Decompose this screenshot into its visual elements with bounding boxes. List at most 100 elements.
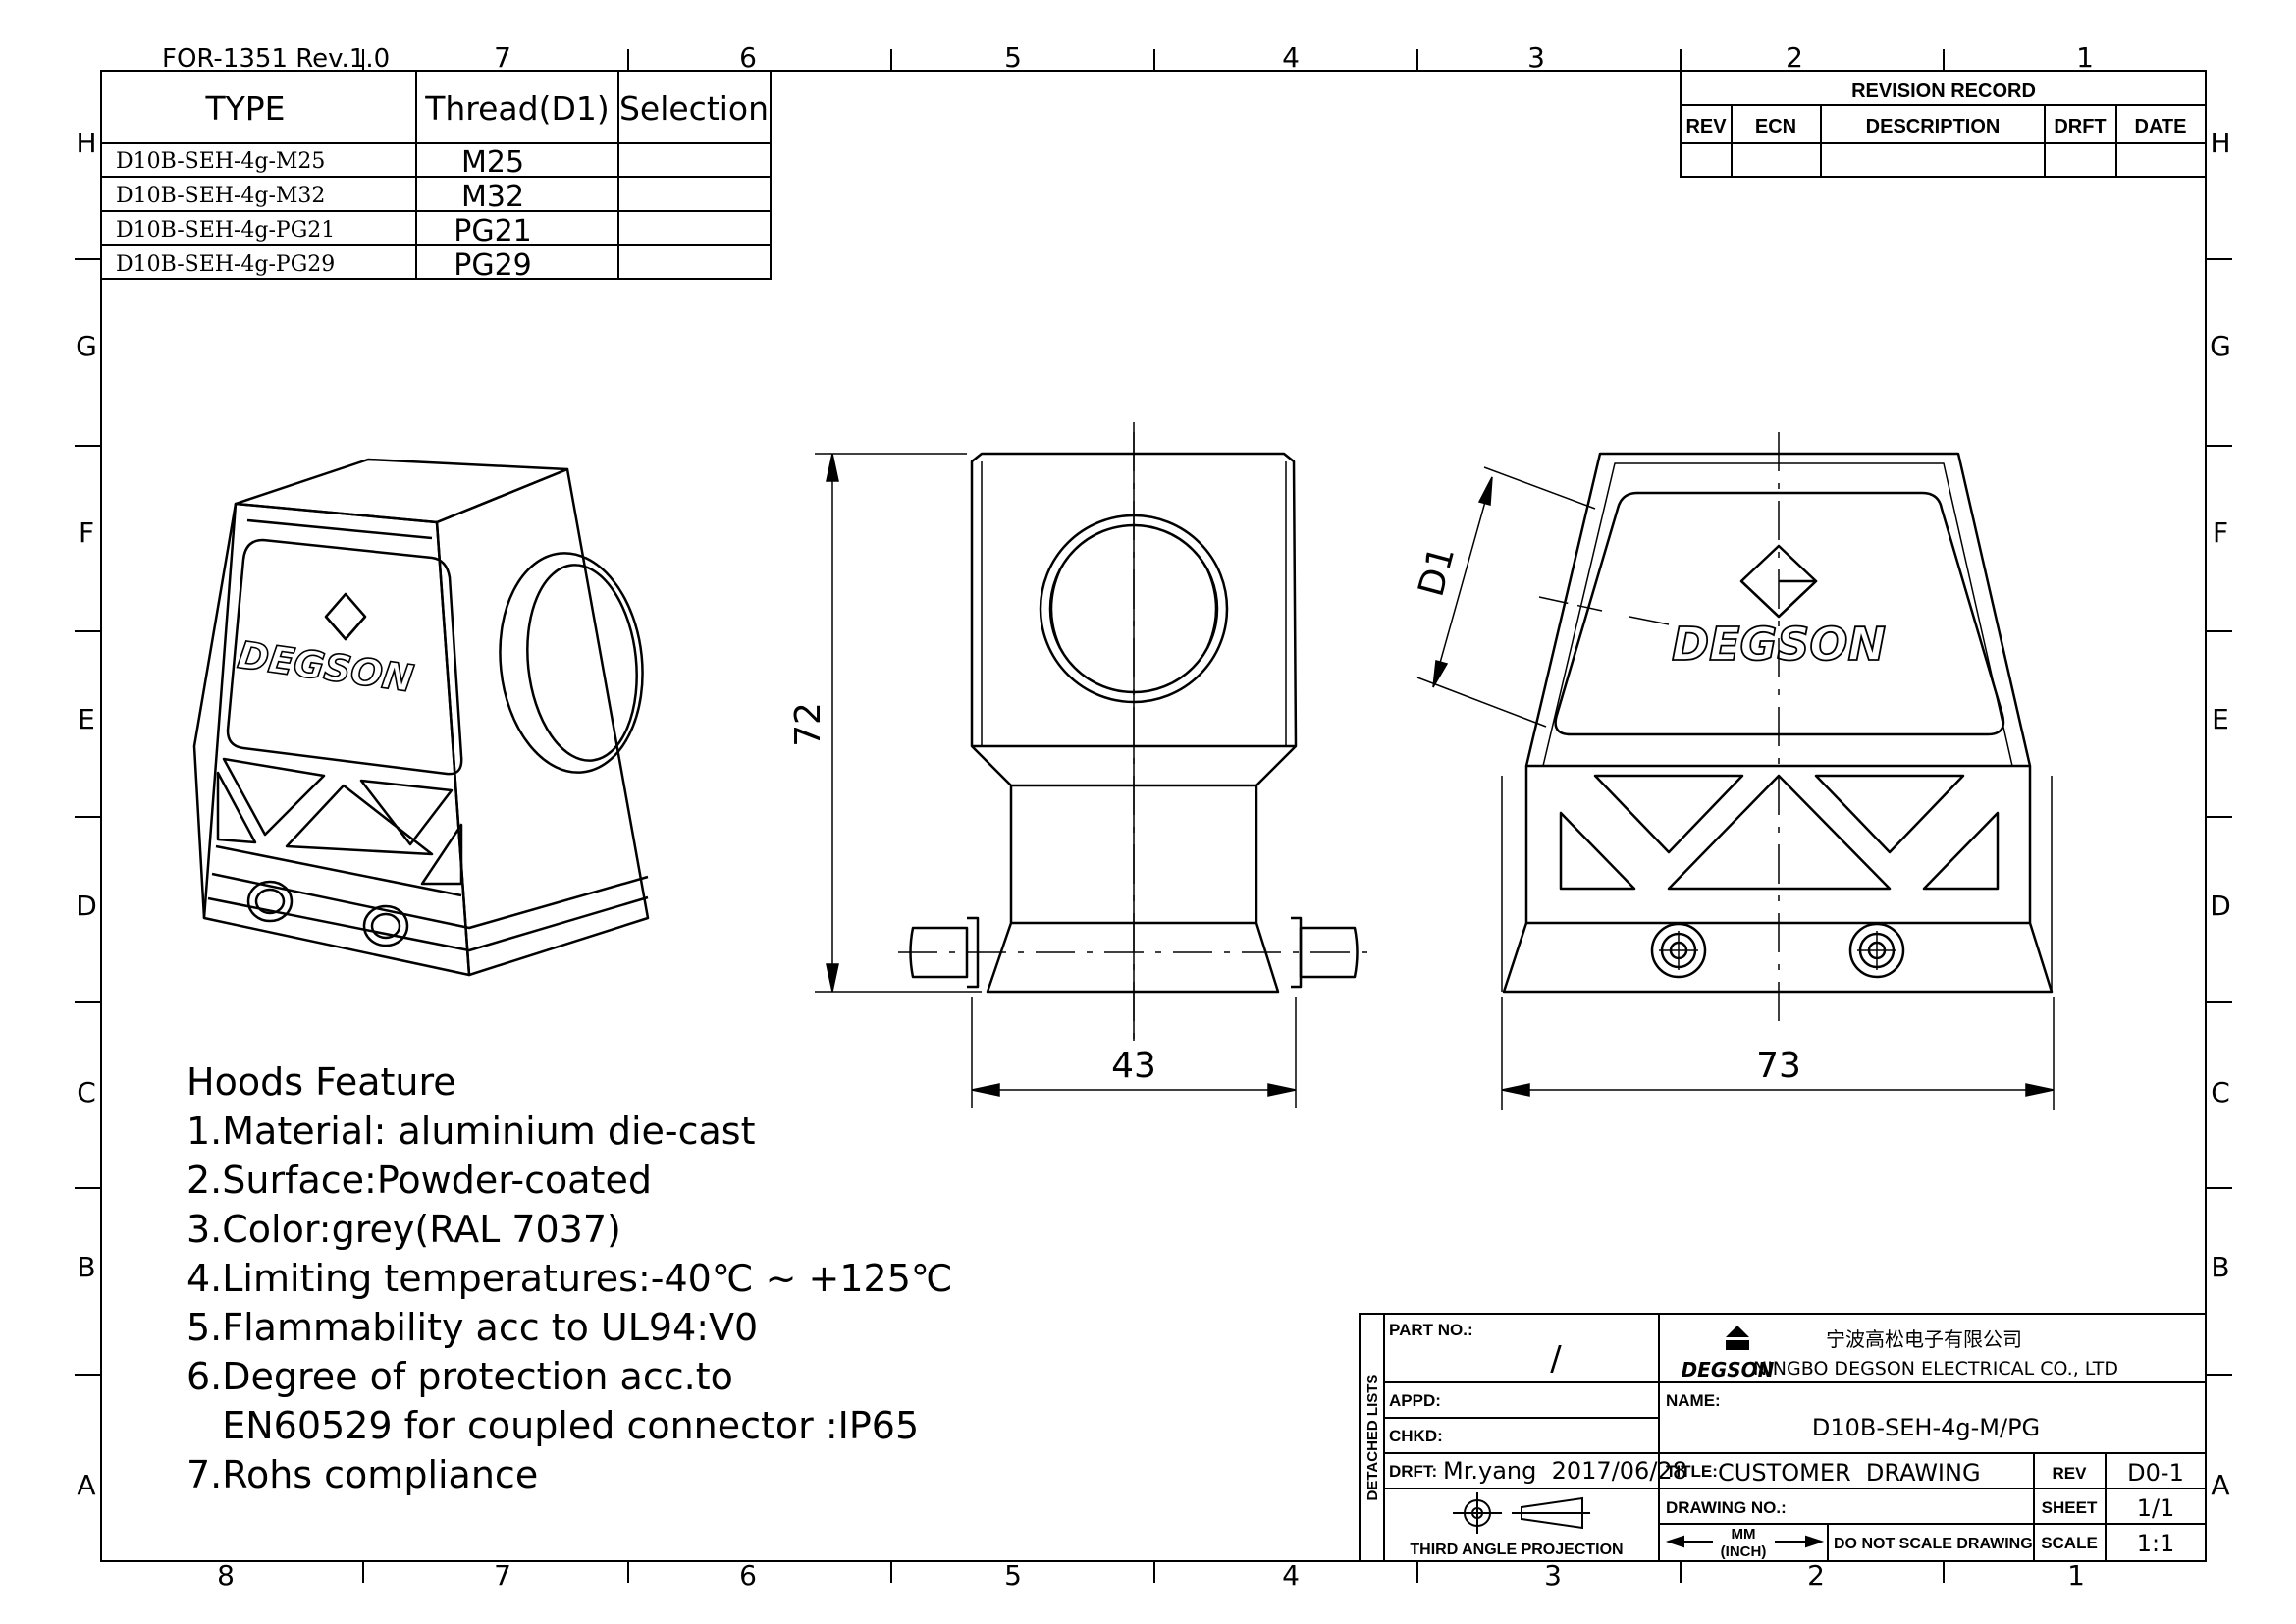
row-left-a: A — [77, 1469, 95, 1501]
thread-cell: M32 — [461, 180, 524, 214]
col-bottom-1: 1 — [2067, 1559, 2085, 1592]
thread-header: Thread(D1) — [424, 89, 610, 128]
col-top-1: 1 — [2076, 41, 2094, 74]
border-labels: FOR-1351 Rev.1.0 7 6 5 4 3 2 1 8 7 6 5 4… — [76, 41, 2231, 1592]
drawing-no-label: DRAWING NO.: — [1666, 1498, 1787, 1517]
projection-symbol-icon — [1453, 1492, 1590, 1534]
units-mm: MM — [1732, 1526, 1756, 1543]
description-col: DESCRIPTION — [1866, 116, 2001, 137]
units-arrow-icon — [1665, 1535, 1825, 1548]
title-block-logo: DEGSON — [1682, 1358, 1775, 1381]
col-top-6: 6 — [739, 41, 757, 74]
col-top-3: 3 — [1527, 41, 1545, 74]
col-bottom-3: 3 — [1544, 1559, 1562, 1592]
name-label: NAME: — [1666, 1391, 1721, 1410]
row-left-g: G — [76, 330, 97, 362]
drft-label: DRFT: — [1389, 1462, 1437, 1481]
iso-brand-logo: DEGSON — [236, 633, 417, 701]
type-header: TYPE — [204, 89, 285, 128]
feature-item: 2.Surface:Powder-coated — [187, 1159, 652, 1202]
thread-cell: M25 — [461, 145, 524, 180]
feature-item: 5.Flammability acc to UL94:V0 — [187, 1306, 758, 1349]
features-list: Hoods Feature 1.Material: aluminium die-… — [187, 1060, 953, 1496]
features-title: Hoods Feature — [187, 1060, 456, 1104]
row-right-e: E — [2212, 703, 2229, 735]
row-right-h: H — [2210, 127, 2230, 159]
sheet-value: 1/1 — [2137, 1494, 2175, 1522]
thread-cell: PG29 — [454, 248, 532, 283]
col-bottom-2: 2 — [1807, 1559, 1825, 1592]
detached-lists-label: DETACHED LISTS — [1364, 1375, 1381, 1501]
row-right-a: A — [2211, 1469, 2229, 1501]
col-bottom-5: 5 — [1004, 1559, 1022, 1592]
revision-record: REVISION RECORD REV ECN DESCRIPTION DRFT… — [1680, 70, 2207, 178]
selection-header: Selection — [619, 89, 769, 128]
dim-side-width — [971, 997, 1297, 1108]
border-ticks — [75, 49, 2232, 1583]
title-value: CUSTOMER DRAWING — [1718, 1459, 1981, 1487]
rev-col: REV — [1685, 116, 1727, 137]
dim-front-width — [1501, 997, 2055, 1110]
scale-label: SCALE — [2041, 1534, 2098, 1552]
row-right-f: F — [2213, 516, 2228, 549]
revision-title: REVISION RECORD — [1851, 81, 2036, 102]
feature-item: 6.Degree of protection acc.to — [187, 1355, 733, 1398]
title-block-labels: DETACHED LISTS PART NO.: APPD: CHKD: DRF… — [1364, 1321, 2098, 1560]
type-cell: D10B-SEH-4g-PG21 — [116, 218, 335, 243]
rev-value: D0-1 — [2127, 1459, 2184, 1487]
company-cn: 宁波高松电子有限公司 — [1826, 1327, 2022, 1351]
drft-col: DRFT — [2054, 116, 2106, 137]
row-right-c: C — [2211, 1076, 2230, 1109]
type-cell: D10B-SEH-4g-M25 — [116, 149, 325, 174]
row-left-c: C — [77, 1076, 96, 1109]
dim-side-width-label: 43 — [1111, 1046, 1156, 1086]
col-top-4: 4 — [1282, 41, 1300, 74]
type-cell: D10B-SEH-4g-PG29 — [116, 252, 335, 277]
col-bottom-7: 7 — [494, 1559, 511, 1592]
part-no-label: PART NO.: — [1389, 1321, 1473, 1339]
chkd-label: CHKD: — [1389, 1427, 1443, 1445]
side-centerline — [898, 422, 1369, 1041]
projection-label: THIRD ANGLE PROJECTION — [1410, 1542, 1623, 1558]
no-scale-label: DO NOT SCALE DRAWING — [1834, 1536, 2033, 1552]
title-block-values: / Mr.yang 2017/06/28 宁波高松电子有限公司 NINGBO D… — [1443, 1327, 2184, 1557]
part-no-value: / — [1550, 1339, 1562, 1379]
drft-value: Mr.yang 2017/06/28 — [1443, 1457, 1687, 1485]
row-right-d: D — [2210, 890, 2231, 922]
feature-item: 1.Material: aluminium die-cast — [187, 1110, 755, 1153]
isometric-view — [192, 458, 650, 977]
dim-height — [815, 453, 982, 993]
col-top-5: 5 — [1004, 41, 1022, 74]
type-table: TYPE Thread(D1) Selection D10B-SEH-4g-M2… — [100, 70, 772, 283]
appd-label: APPD: — [1389, 1391, 1441, 1410]
dim-front-width-label: 73 — [1756, 1046, 1801, 1086]
company-en: NINGBO DEGSON ELECTRICAL CO., LTD — [1753, 1358, 2118, 1380]
scale-value: 1:1 — [2137, 1530, 2175, 1557]
feature-item: 3.Color:grey(RAL 7037) — [187, 1208, 621, 1251]
sheet-label: SHEET — [2042, 1498, 2098, 1517]
row-left-b: B — [77, 1251, 95, 1283]
row-right-b: B — [2211, 1251, 2229, 1283]
name-value: D10B-SEH-4g-M/PG — [1812, 1414, 2040, 1441]
feature-item: 7.Rohs compliance — [187, 1453, 538, 1496]
dim-thread-label: D1 — [1412, 542, 1464, 601]
front-centerline — [1659, 432, 1896, 1021]
front-view — [1501, 452, 2054, 994]
title-block — [1359, 1313, 2207, 1562]
row-left-f: F — [79, 516, 94, 549]
dim-thread — [1416, 466, 1670, 728]
col-bottom-8: 8 — [217, 1559, 235, 1592]
company-logo-icon — [1726, 1326, 1749, 1350]
col-bottom-6: 6 — [739, 1559, 757, 1592]
row-right-g: G — [2210, 330, 2231, 362]
row-left-e: E — [78, 703, 95, 735]
feature-item: EN60529 for coupled connector :IP65 — [187, 1404, 919, 1447]
col-bottom-4: 4 — [1282, 1559, 1300, 1592]
date-col: DATE — [2135, 116, 2187, 137]
row-left-h: H — [76, 127, 96, 159]
row-left-d: D — [76, 890, 97, 922]
form-id: FOR-1351 Rev.1.0 — [162, 44, 390, 74]
title-label: TITLE: — [1666, 1462, 1718, 1481]
col-top-2: 2 — [1786, 41, 1803, 74]
